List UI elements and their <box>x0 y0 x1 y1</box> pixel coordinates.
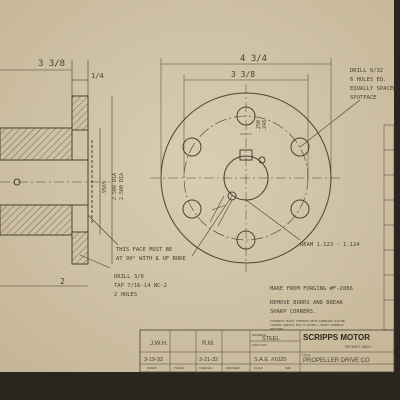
title-block: J.W.H. R.M. MATERIAL STEEL ANALYSIS S.A.… <box>139 329 395 373</box>
row-scale: SCALE <box>254 366 263 370</box>
dim-bore-a: .9565 <box>102 181 108 196</box>
row-engineer: ENGINEER <box>226 366 240 370</box>
face-note: THIS FACE MUST BE AT 90° WITH ℄ OF BORE <box>116 247 186 262</box>
dim-flange-od: 3 3/8 <box>38 59 65 69</box>
dim-keyway-b: .248 <box>262 120 268 132</box>
fine-print-2: FINISHED SURFACES HELD TO WITHIN ± UNLES… <box>270 324 344 327</box>
fine-print-3: SPECIFIED <box>270 328 284 331</box>
row-checked: CHECKED <box>199 366 212 370</box>
company-city: DETROIT, MICH <box>345 345 371 349</box>
drawn-by: J.W.H. <box>150 341 168 347</box>
row-drawn: DRAWN <box>147 366 157 370</box>
row-traced: TRACED <box>174 366 185 370</box>
dim-hub-length: 2 <box>60 277 65 286</box>
bolt-hole-6 <box>182 137 202 157</box>
burrs-note-1: REMOVE BURRS AND BREAK <box>270 300 344 306</box>
right-drill-note: DRILL 9/32 6 HOLES EQ. EQUALLY SPACED SP… <box>350 68 396 101</box>
fine-print-1: TOLERANCES UNLESS OTHERWISE NOTED DIMENS… <box>270 320 345 323</box>
drill-bottom-line-3: 2 HOLES <box>114 292 137 298</box>
paper <box>0 0 400 372</box>
row-size: SIZE <box>285 366 291 370</box>
side-section-view <box>0 60 119 287</box>
bolt-hole-5 <box>182 199 202 219</box>
revision-strip <box>383 124 395 331</box>
checked-by: R.M. <box>202 341 215 347</box>
lower-hub-section <box>0 204 73 236</box>
front-view <box>150 58 361 272</box>
company-name: SCRIPPS MOTOR <box>303 333 370 342</box>
right-border <box>394 0 400 400</box>
material-label: MATERIAL <box>252 333 267 337</box>
dim-bolt-circle: 3 3/8 <box>231 70 255 79</box>
analysis-value: S.A.E. #1025 <box>254 357 286 363</box>
reaming-note: REAM 1.123 - 1.124 <box>300 242 360 248</box>
bolt-hole-3 <box>290 199 310 219</box>
drill-bottom-line-1: DRILL 3/8 <box>114 274 144 280</box>
face-line-1: THIS FACE MUST BE <box>116 247 172 253</box>
analysis-label: ANALYSIS <box>252 343 266 347</box>
drill-right-line-2: 6 HOLES EQ. <box>350 77 386 83</box>
drawing-title: PROPELLER DRIVE CO <box>303 358 370 364</box>
drill-bottom-line-2: TAP 7/16-14 NC-2 <box>114 283 167 289</box>
upper-flange-section <box>71 95 89 131</box>
title-label: TITLE <box>302 353 310 357</box>
bottom-border <box>0 372 400 400</box>
bolt-hole-2 <box>290 137 310 157</box>
dim-small: 1/4 <box>91 72 104 80</box>
dim-keyway-a: .250 <box>256 120 262 132</box>
forging-note: MAKE FROM FORGING #F-2086 <box>270 286 353 292</box>
burrs-note-2: SHARP CORNERS. <box>270 309 316 315</box>
drill-right-line-3: EQUALLY SPACED <box>350 86 396 92</box>
date-2: 3-21-32 <box>199 357 218 363</box>
dim-bore-b: 2.500 DIA <box>112 173 118 200</box>
dim-bore-c: 2.500 DIA <box>119 173 125 200</box>
dim-overall: 4 3/4 <box>240 54 267 64</box>
upper-hub-section <box>0 127 73 161</box>
drill-right-line-4: SPOTFACE <box>350 95 377 101</box>
date-1: 3-19-32 <box>144 357 163 363</box>
drill-right-line-1: DRILL 9/32 <box>350 68 383 74</box>
lower-flange-section <box>71 231 89 265</box>
face-line-2: AT 90° WITH ℄ OF BORE <box>116 256 186 262</box>
material-value: STEEL <box>262 336 279 342</box>
bottom-drill-note: DRILL 3/8 TAP 7/16-14 NC-2 2 HOLES <box>114 274 167 298</box>
